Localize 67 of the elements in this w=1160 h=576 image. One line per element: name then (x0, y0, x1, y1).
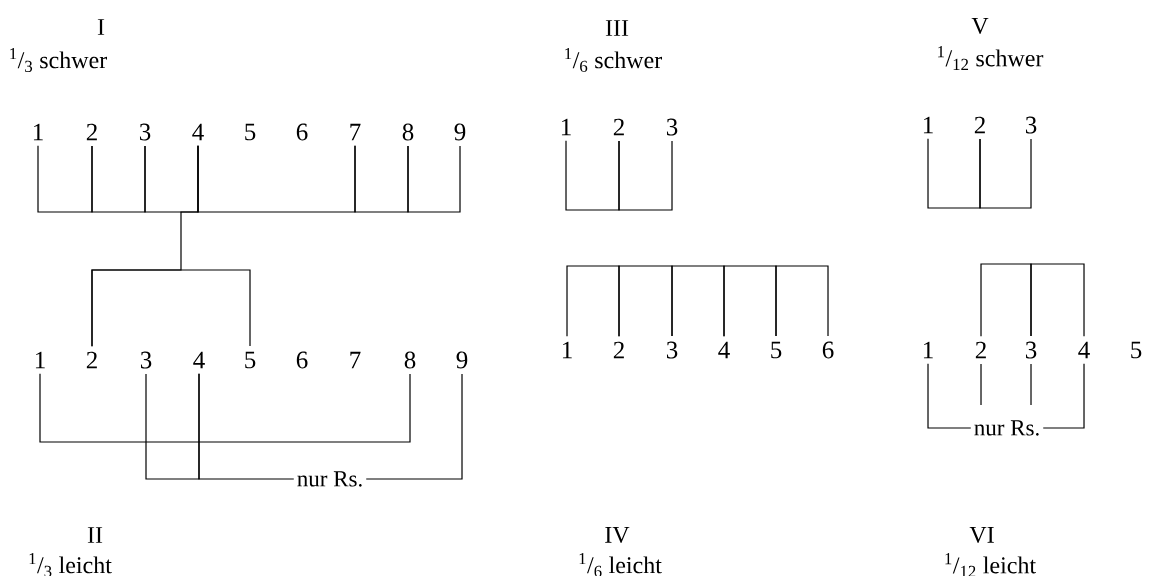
number-label: 8 (402, 123, 414, 141)
section-numeral: V (971, 17, 989, 35)
bracket-line (1030, 263, 1085, 337)
number-label: 3 (1025, 116, 1037, 134)
number-label: 2 (86, 123, 97, 141)
number-label: 3 (666, 118, 678, 136)
section-numeral: VI (969, 526, 994, 544)
number-label: 5 (1131, 341, 1142, 359)
bracket-line (775, 265, 829, 337)
number-label: 4 (193, 351, 205, 369)
number-label: 2 (613, 341, 624, 359)
bracket-line (565, 140, 620, 211)
weight-label: $^{1}$/$_{12}$ schwer (938, 46, 1044, 70)
bracket-line (980, 263, 1032, 337)
bracket-line (407, 145, 461, 213)
edge-label: nur Rs. (970, 417, 1044, 439)
number-label: 7 (350, 351, 361, 369)
bracket-line (618, 265, 673, 337)
number-label: 1 (923, 116, 933, 134)
number-label: 6 (822, 341, 834, 359)
weight-label: $^{1}$/$_{6}$ schwer (565, 48, 662, 72)
number-label: 1 (33, 123, 43, 141)
number-label: 1 (561, 118, 571, 136)
bracket-line (39, 373, 411, 443)
number-label: 1 (35, 351, 45, 369)
number-label: 8 (404, 351, 416, 369)
number-label: 2 (975, 341, 986, 359)
section-numeral: III (605, 20, 629, 36)
number-label: 3 (139, 123, 151, 141)
bracket-line (37, 145, 93, 213)
bracket-line (723, 265, 777, 337)
number-label: 4 (192, 123, 204, 141)
number-label: 4 (1078, 341, 1090, 359)
number-label: 9 (454, 123, 466, 141)
number-label: 3 (666, 341, 678, 359)
bracket-line (145, 373, 200, 480)
bracket-line (566, 265, 620, 337)
number-label: 2 (613, 118, 624, 136)
number-label: 5 (771, 341, 782, 359)
number-label: 1 (562, 341, 572, 359)
bracket-line (1030, 363, 1032, 406)
edge-label: nur Rs. (293, 468, 367, 490)
number-label: 2 (974, 116, 985, 134)
number-label: 1 (923, 341, 933, 359)
number-label: 2 (86, 351, 97, 369)
section-numeral: IV (605, 526, 630, 544)
number-label: 3 (1025, 341, 1037, 359)
bracket-line (354, 145, 409, 213)
number-label: 9 (456, 351, 468, 369)
bracket-line (91, 269, 251, 347)
number-label: 7 (350, 123, 361, 141)
number-label: 4 (718, 341, 730, 359)
section-numeral: I (97, 19, 105, 35)
weight-label: $^{1}$/$_{12}$ leicht (945, 553, 1036, 576)
bracket-line (91, 145, 146, 213)
number-label: 6 (296, 123, 308, 141)
bracket-line (979, 138, 1032, 209)
bracket-line (618, 140, 673, 211)
number-label: 3 (140, 351, 152, 369)
bracket-line (980, 363, 982, 406)
number-label: 6 (296, 351, 308, 369)
number-label: 5 (245, 351, 256, 369)
weight-label: $^{1}$/$_{3}$ schwer (10, 48, 107, 72)
bracket-line (927, 138, 981, 209)
bracket-line (671, 265, 725, 337)
number-label: 5 (245, 123, 256, 141)
section-numeral: II (87, 527, 103, 543)
